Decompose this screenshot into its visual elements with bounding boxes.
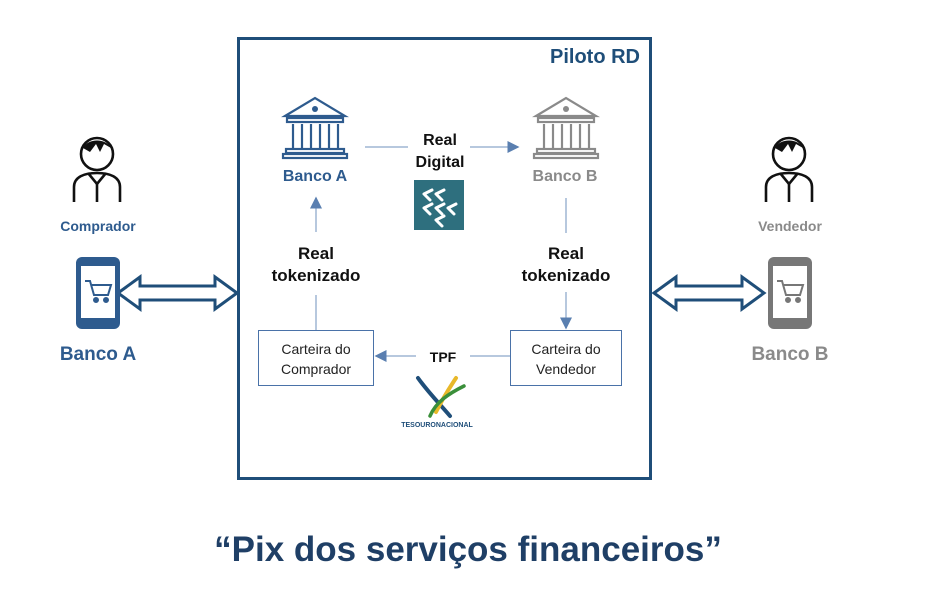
tokenized-right-line1: Real	[548, 244, 584, 263]
buyer-role-label: Comprador	[60, 218, 136, 234]
seller-person-icon	[764, 136, 814, 202]
buyer-bank-label: Banco A	[59, 344, 137, 365]
tesouro-logo-text: TESOURONACIONAL	[401, 422, 473, 429]
real-digital-label: Real Digital	[400, 130, 480, 174]
buyer-person-icon	[72, 136, 122, 202]
seller-wallet-line2: Vendedor	[536, 361, 596, 377]
tokenized-right-label: Real tokenizado	[506, 243, 626, 287]
double-arrow-left	[115, 274, 240, 312]
seller-bank-label: Banco B	[751, 344, 829, 365]
buyer-wallet-line1: Carteira do	[281, 341, 351, 357]
real-digital-line2: Digital	[415, 154, 465, 171]
tokenized-right-line2: tokenizado	[521, 266, 611, 285]
bank-building-icon-gray	[532, 96, 600, 160]
footer-caption: “Pix dos serviços financeiros”	[214, 530, 722, 569]
seller-wallet-line1: Carteira do	[531, 341, 601, 357]
real-digital-logo	[414, 180, 464, 230]
tokenized-left-line2: tokenizado	[271, 266, 361, 285]
tpf-label: TPF	[429, 349, 457, 365]
piloto-rd-box	[237, 37, 652, 480]
buyer-phone-icon	[76, 257, 120, 329]
bank-building-icon	[281, 96, 349, 160]
double-arrow-right	[651, 274, 767, 312]
buyer-wallet-line2: Comprador	[280, 361, 352, 377]
tesouro-nacional-logo	[416, 376, 466, 418]
bank-b-label: Banco B	[532, 168, 598, 185]
tokenized-left-line1: Real	[298, 244, 334, 263]
buyer-wallet-box: Carteira do Comprador	[258, 330, 374, 386]
box-title: Piloto RD	[550, 46, 640, 68]
seller-phone-icon	[768, 257, 812, 329]
bank-a-label: Banco A	[282, 168, 348, 185]
seller-role-label: Vendedor	[758, 218, 822, 234]
seller-wallet-box: Carteira do Vendedor	[510, 330, 622, 386]
real-digital-line1: Real	[423, 132, 457, 149]
tokenized-left-label: Real tokenizado	[256, 243, 376, 287]
